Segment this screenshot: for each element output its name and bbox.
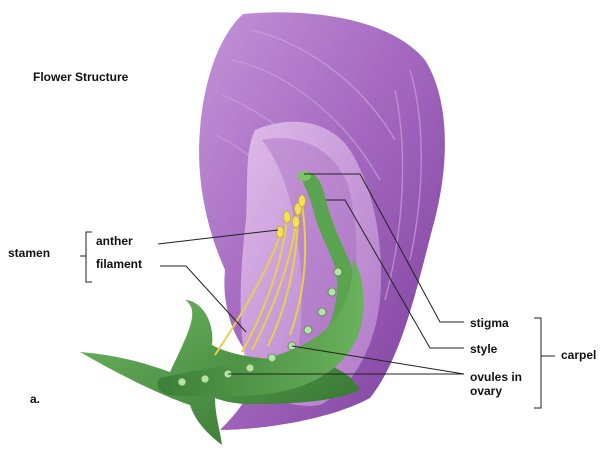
label-ovules-in-ovary: ovules in ovary [470, 370, 540, 398]
label-filament: filament [96, 257, 142, 271]
anther [277, 226, 284, 238]
label-stigma: stigma [470, 316, 509, 330]
anther [284, 211, 291, 223]
label-style: style [470, 342, 497, 356]
stigma-tip [297, 171, 311, 181]
ovule [201, 375, 209, 383]
label-stamen: stamen [8, 246, 50, 260]
label-anther: anther [96, 234, 133, 248]
ovule [334, 268, 342, 276]
ovule [268, 354, 276, 362]
label-carpel: carpel [561, 348, 596, 362]
ovule [246, 364, 254, 372]
anther [293, 216, 300, 228]
ovule [318, 308, 326, 316]
anther [299, 195, 306, 207]
panel-label: a. [30, 392, 40, 406]
stamen-bracket [80, 232, 92, 282]
diagram-title: Flower Structure [33, 70, 128, 84]
ovule [328, 288, 336, 296]
ovule [178, 378, 186, 386]
ovule [304, 326, 312, 334]
